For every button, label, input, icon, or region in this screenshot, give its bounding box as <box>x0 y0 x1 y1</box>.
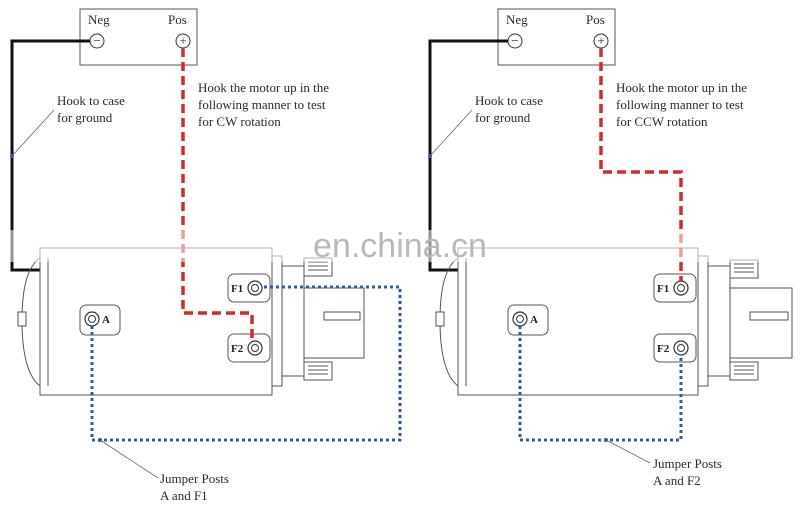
jumper-note-line2: A and F2 <box>653 473 701 488</box>
post-f1-label: F1 <box>231 283 243 295</box>
battery-neg-label: Neg <box>506 12 528 27</box>
jumper-wire-a-f1 <box>90 285 402 442</box>
instruction-line3: for CW rotation <box>198 114 281 129</box>
ground-note-line1: Hook to case <box>57 93 125 108</box>
jumper-wire-a-f2 <box>518 326 683 442</box>
post-f1: F1 <box>227 273 271 303</box>
instruction-line2: following manner to test <box>198 97 326 112</box>
ground-callout-leader <box>11 109 55 157</box>
battery-pos-label: Pos <box>586 12 605 27</box>
ground-note-line1: Hook to case <box>475 93 543 108</box>
post-a-label: A <box>102 314 110 326</box>
left-diagram-cw: Neg Pos − + Hook to case for ground Hook… <box>10 8 402 503</box>
watermark-band <box>0 230 800 262</box>
battery-pos-label: Pos <box>168 12 187 27</box>
ground-note-line2: for ground <box>475 110 531 125</box>
jumper-note-line1: Jumper Posts <box>653 456 722 471</box>
post-f1: F1 <box>653 273 697 303</box>
motor-body <box>435 247 793 396</box>
positive-terminal-symbol: + <box>597 33 604 48</box>
positive-wire <box>181 48 254 341</box>
instruction-line3: for CCW rotation <box>616 114 708 129</box>
post-a: A <box>507 304 549 336</box>
jumper-callout-leader <box>99 439 159 479</box>
post-f2-label: F2 <box>231 343 244 355</box>
instruction-line2: following manner to test <box>616 97 744 112</box>
ground-callout-leader <box>429 109 473 157</box>
negative-terminal-symbol: − <box>511 33 518 48</box>
positive-terminal-symbol: + <box>179 33 186 48</box>
post-f1-label: F1 <box>657 283 669 295</box>
instruction-line1: Hook the motor up in the <box>616 80 747 95</box>
right-diagram-ccw: Neg Pos − + Hook to case for ground Hook… <box>428 8 793 488</box>
positive-wire <box>599 48 683 281</box>
ground-note-line2: for ground <box>57 110 113 125</box>
instruction-line1: Hook the motor up in the <box>198 80 329 95</box>
negative-terminal-symbol: − <box>93 33 100 48</box>
post-a: A <box>79 304 121 336</box>
post-a-label: A <box>530 314 538 326</box>
jumper-callout-leader <box>605 439 651 464</box>
post-f2: F2 <box>227 333 271 363</box>
post-f2: F2 <box>653 333 697 363</box>
watermark: en.china.cn <box>313 227 487 265</box>
jumper-note-line1: Jumper Posts <box>160 471 229 486</box>
jumper-note-line2: A and F1 <box>160 488 208 503</box>
battery-neg-label: Neg <box>88 12 110 27</box>
post-f2-label: F2 <box>657 343 670 355</box>
motor-body <box>17 247 365 396</box>
